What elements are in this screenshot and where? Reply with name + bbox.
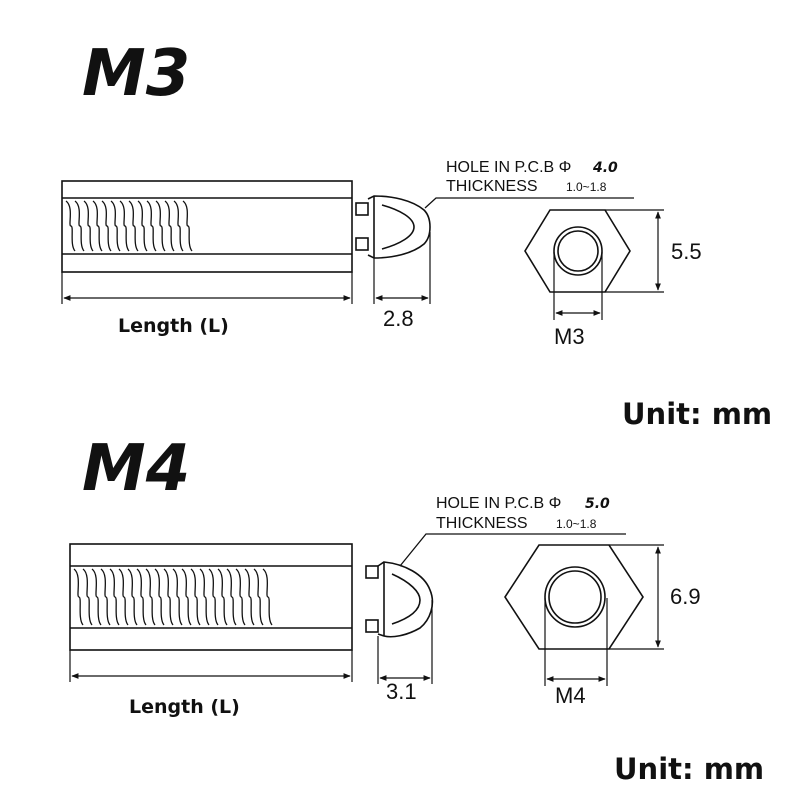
thread-coil <box>73 568 84 626</box>
thread-coil <box>91 568 102 626</box>
thread-coil <box>136 568 147 626</box>
m3-hole-value: 4.0 <box>592 160 618 176</box>
m4-hole-value: 5.0 <box>585 496 610 512</box>
m3-snap-clip <box>355 195 431 259</box>
m4-snap-clip <box>365 561 434 638</box>
m3-hex-height-value: 5.5 <box>671 239 702 264</box>
m3-thickness-text: THICKNESS <box>446 178 538 195</box>
m3-thread-dimension <box>553 252 603 320</box>
m3-spacer-body <box>61 180 353 273</box>
thread-coil <box>137 200 148 252</box>
m4-hex-height-value: 6.9 <box>670 584 701 609</box>
m3-tip-dimension <box>373 232 431 304</box>
thread-coil <box>235 568 246 626</box>
m4-spacer-body <box>69 543 353 651</box>
m3-tip-dim-value: 2.8 <box>383 306 414 331</box>
thread-coil <box>253 568 264 626</box>
m4-thread-size: M4 <box>555 683 586 708</box>
m4-thread-coils <box>73 568 273 626</box>
thread-coil <box>128 200 139 252</box>
m4-hole-text: HOLE IN P.C.B Φ <box>436 495 561 512</box>
thread-coil <box>145 568 156 626</box>
thread-coil <box>164 200 175 252</box>
thread-coil <box>83 200 94 252</box>
thread-coil <box>146 200 157 252</box>
m4-section: M4 HOLE IN P.C.B Φ 5.0 THICKNESS 1.0~1.8 <box>69 432 764 786</box>
m3-length-label: Length (L) <box>118 315 229 337</box>
m4-thread-dimension <box>544 598 608 686</box>
m3-hole-text: HOLE IN P.C.B Φ <box>446 159 571 176</box>
m4-thickness-text: THICKNESS <box>436 515 528 532</box>
thread-coil <box>199 568 210 626</box>
m3-section: M3 HOLE IN P.C.B Φ 4.0 THICKNESS 1.0~1.8 <box>61 37 772 431</box>
thread-coil <box>110 200 121 252</box>
m3-heading: M3 <box>82 37 190 111</box>
thread-coil <box>100 568 111 626</box>
thread-coil <box>154 568 165 626</box>
m4-unit: Unit: mm <box>614 752 764 786</box>
m4-tip-dimension <box>377 600 433 684</box>
thread-coil <box>181 568 192 626</box>
m4-tip-dim-value: 3.1 <box>386 679 417 704</box>
m3-hex-height-dimension <box>605 209 664 293</box>
m3-thread-size: M3 <box>554 324 585 349</box>
thread-coil <box>173 200 184 252</box>
thread-coil <box>226 568 237 626</box>
thread-coil <box>119 200 130 252</box>
m3-thickness-value: 1.0~1.8 <box>566 180 607 194</box>
thread-coil <box>262 568 273 626</box>
m4-hole-leader <box>399 533 626 567</box>
thread-coil <box>244 568 255 626</box>
m4-hex-end-view <box>504 544 644 650</box>
m4-length-label: Length (L) <box>129 696 240 718</box>
m3-hole-leader <box>424 197 634 209</box>
thread-coil <box>163 568 174 626</box>
m3-unit: Unit: mm <box>622 397 772 431</box>
thread-coil <box>118 568 129 626</box>
thread-coil <box>92 200 103 252</box>
thread-coil <box>127 568 138 626</box>
m4-hex-height-dimension <box>609 544 664 650</box>
m3-hex-end-view <box>524 209 631 293</box>
m3-length-dimension <box>61 272 353 304</box>
thread-coil <box>190 568 201 626</box>
thread-coil <box>109 568 120 626</box>
thread-coil <box>74 200 85 252</box>
m3-thread-coils <box>65 200 193 252</box>
thread-coil <box>208 568 219 626</box>
thread-coil <box>217 568 228 626</box>
m4-thickness-value: 1.0~1.8 <box>556 517 597 531</box>
thread-coil <box>101 200 112 252</box>
m4-length-dimension <box>69 650 353 682</box>
thread-coil <box>182 200 193 252</box>
thread-coil <box>65 200 76 252</box>
thread-coil <box>155 200 166 252</box>
m4-hole-note: HOLE IN P.C.B Φ 5.0 THICKNESS 1.0~1.8 <box>436 495 610 532</box>
m4-heading: M4 <box>82 432 190 506</box>
m3-hole-note: HOLE IN P.C.B Φ 4.0 THICKNESS 1.0~1.8 <box>446 159 618 195</box>
thread-coil <box>172 568 183 626</box>
thread-coil <box>82 568 93 626</box>
